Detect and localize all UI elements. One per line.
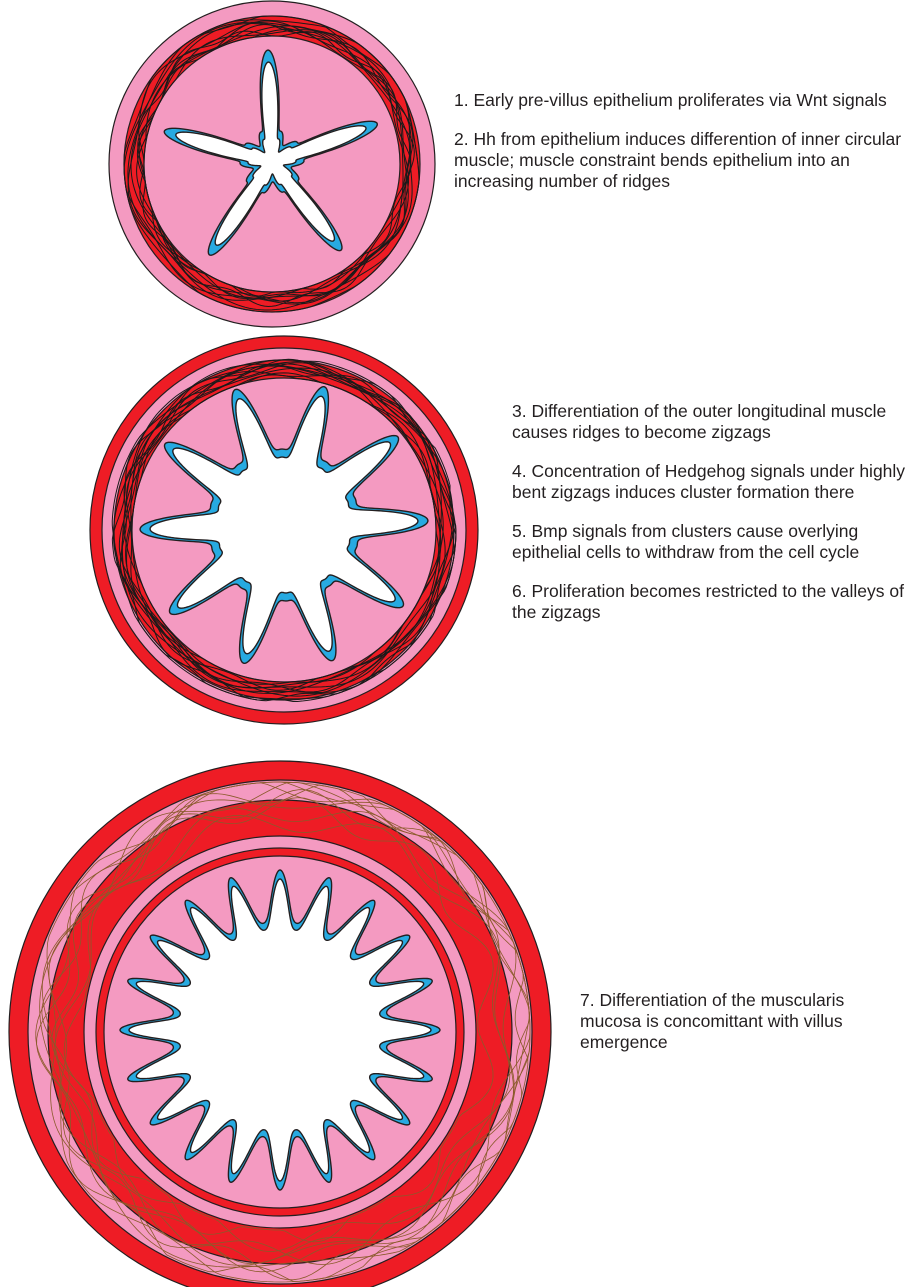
stage-2-cross-section bbox=[90, 336, 478, 724]
caption-step-7: 7. Differentiation of the muscularis muc… bbox=[580, 990, 900, 1053]
caption-step-4: 4. Concentration of Hedgehog signals und… bbox=[512, 461, 907, 503]
stage-3-cross-section bbox=[9, 761, 551, 1287]
caption-step-5: 5. Bmp signals from clusters cause overl… bbox=[512, 521, 907, 563]
caption-step-3: 3. Differentiation of the outer longitud… bbox=[512, 401, 907, 443]
stage-1-cross-section bbox=[109, 1, 435, 327]
caption-step-6: 6. Proliferation becomes restricted to t… bbox=[512, 581, 907, 623]
caption-step-2: 2. Hh from epithelium induces differenti… bbox=[454, 129, 904, 192]
stage-3-captions: 7. Differentiation of the muscularis muc… bbox=[580, 990, 900, 1071]
stage-1-captions: 1. Early pre-villus epithelium prolifera… bbox=[454, 90, 904, 210]
stage-2-captions: 3. Differentiation of the outer longitud… bbox=[512, 401, 907, 641]
caption-step-1: 1. Early pre-villus epithelium prolifera… bbox=[454, 90, 904, 111]
